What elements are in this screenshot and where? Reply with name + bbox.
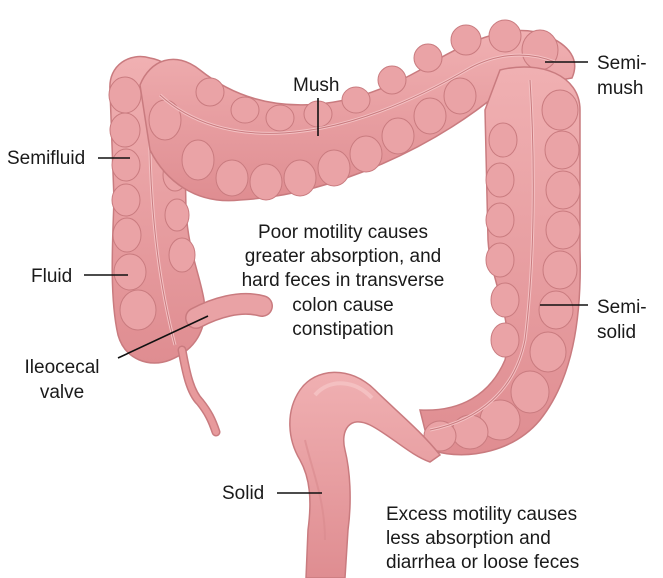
note-poor-motility-line5: constipation [292, 319, 394, 340]
label-solid: Solid [222, 483, 265, 504]
transverse-colon [139, 19, 576, 202]
label-semi-mush-line2: mush [597, 78, 644, 99]
label-fluid: Fluid [31, 266, 73, 287]
label-semifluid: Semifluid [7, 148, 86, 169]
label-ileocecal-line1: Ileocecal [24, 357, 100, 378]
note-excess-motility-line2: less absorption and [386, 528, 551, 549]
descending-colon [419, 66, 581, 456]
label-ileocecal-line2: valve [39, 382, 85, 403]
label-mush: Mush [293, 75, 340, 96]
note-poor-motility-line4: colon cause [292, 295, 394, 316]
note-excess-motility-line3: diarrhea or loose feces [386, 552, 580, 573]
note-excess-motility-line1: Excess motility causes [386, 504, 578, 525]
label-semi-solid-line1: Semi- [597, 297, 647, 318]
leader-lines [84, 61, 588, 494]
ileocecal-valve-leader-line [117, 315, 209, 359]
label-semi-solid-line2: solid [597, 322, 637, 343]
sigmoid-colon [289, 371, 442, 578]
label-semi-mush-line1: Semi- [597, 53, 647, 74]
note-poor-motility-line3: hard feces in transverse [241, 270, 445, 291]
note-poor-motility-line1: Poor motility causes [257, 222, 428, 243]
note-poor-motility-line2: greater absorption, and [244, 246, 442, 267]
